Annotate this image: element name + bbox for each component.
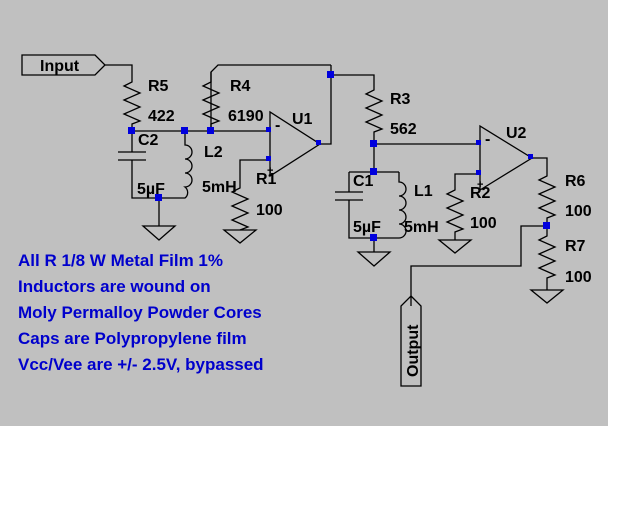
r6-ref: R6 — [565, 173, 586, 190]
ground-symbol-5 — [529, 289, 565, 304]
opamp-u1[interactable]: - + U1 — [267, 110, 322, 178]
wire-input — [105, 64, 133, 73]
l2-value: 5mH — [202, 179, 237, 196]
wire-r4-top — [210, 64, 331, 131]
resistor-r4[interactable]: R4 6190 — [201, 72, 264, 131]
l1-ref: L1 — [414, 183, 433, 200]
capacitor-c1[interactable]: C1 5µF — [335, 172, 381, 239]
r3-ref: R3 — [390, 91, 411, 108]
r5-value: 422 — [148, 108, 175, 125]
r4-ref: R4 — [230, 78, 251, 95]
r7-value: 100 — [565, 269, 592, 286]
wire-u2-out — [532, 157, 548, 168]
r3-value: 562 — [390, 121, 417, 138]
inductor-l1[interactable]: L1 5mH — [374, 172, 439, 239]
schematic-background — [0, 0, 608, 426]
capacitor-c2[interactable]: C2 5µF — [118, 131, 165, 199]
r5-ref: R5 — [148, 78, 169, 95]
r2-value: 100 — [470, 215, 497, 232]
r6-value: 100 — [565, 203, 592, 220]
u2-plus: + — [477, 179, 483, 191]
wire-output — [410, 225, 547, 306]
ground-symbol-4 — [437, 239, 473, 254]
u1-ref: U1 — [292, 111, 313, 128]
resistor-r5[interactable]: R5 422 — [122, 73, 175, 131]
wire-u1-out — [320, 65, 332, 145]
opamp-u2[interactable]: - + U2 — [477, 124, 534, 192]
input-port[interactable]: Input — [21, 54, 106, 76]
r7-ref: R7 — [565, 238, 586, 255]
inductor-l2[interactable]: L2 5mH — [159, 131, 237, 199]
wire-u2-plus — [454, 173, 480, 182]
resistor-r7[interactable]: R7 100 — [537, 226, 592, 290]
output-port[interactable]: Output — [400, 295, 422, 387]
wire-to-r3 — [331, 74, 375, 82]
note-line-1: All R 1/8 W Metal Film 1% — [18, 251, 223, 270]
r4-value: 6190 — [228, 108, 264, 125]
u2-ref: U2 — [506, 125, 527, 142]
note-line-3: Moly Permalloy Powder Cores — [18, 303, 262, 322]
junction-dots — [128, 71, 550, 241]
u1-plus: + — [267, 165, 273, 177]
c2-ref: C2 — [138, 132, 159, 149]
ground-symbol-3 — [356, 251, 392, 267]
r1-ref: R1 — [256, 171, 277, 188]
note-line-4: Caps are Polypropylene film — [18, 329, 247, 348]
output-port-label: Output — [405, 324, 422, 377]
resistor-r1[interactable]: R1 100 — [230, 171, 283, 231]
u2-minus: - — [485, 131, 490, 148]
note-line-5: Vcc/Vee are +/- 2.5V, bypassed — [18, 355, 264, 374]
resistor-r3[interactable]: R3 562 — [364, 82, 417, 144]
wire-u1-plus — [239, 159, 270, 180]
r2-ref: R2 — [470, 185, 491, 202]
c1-value: 5µF — [353, 219, 381, 236]
input-port-label: Input — [40, 58, 80, 75]
c2-value: 5µF — [137, 181, 165, 198]
note-line-2: Inductors are wound on — [18, 277, 211, 296]
notes-block: All R 1/8 W Metal Film 1% Inductors are … — [18, 251, 264, 374]
resistor-r6[interactable]: R6 100 — [537, 168, 592, 226]
l1-value: 5mH — [404, 219, 439, 236]
r1-value: 100 — [256, 202, 283, 219]
resistor-r2[interactable]: R2 100 — [445, 182, 497, 240]
u1-minus: - — [275, 117, 280, 134]
l2-ref: L2 — [204, 144, 223, 161]
c1-ref: C1 — [353, 173, 374, 190]
ground-symbol-2 — [222, 229, 258, 244]
ground-symbol-1 — [141, 225, 177, 241]
